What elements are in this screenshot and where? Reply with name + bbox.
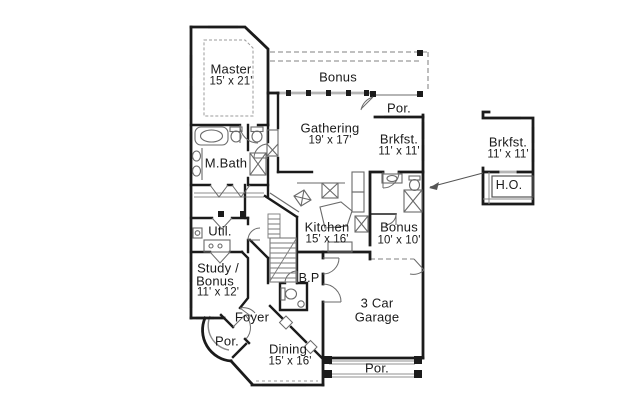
room-label-porch-upper: Por. [387, 100, 411, 116]
home-office-desk [483, 172, 534, 204]
room-label-kitchen-dims: 15' x 16' [305, 233, 349, 246]
room-label-garage-line1: 3 Car [360, 295, 394, 311]
room-label-master-name: Master [210, 61, 252, 77]
room-label-gathering-name: Gathering [300, 120, 360, 136]
leader-arrow [429, 172, 484, 190]
powder-room-fixtures [280, 287, 305, 308]
room-label-bonus-mid-name: Bonus [380, 219, 418, 235]
kitchen-fixtures [269, 171, 369, 253]
room-label-bonus-mid-dims: 10' x 10' [377, 234, 421, 247]
bonus-bath-fixtures [381, 173, 423, 213]
dashed-overhead-lines [203, 39, 429, 382]
room-label-garage-line2: Garage [354, 309, 400, 325]
room-label-breakfast-option-name: Brkfst. [488, 134, 528, 150]
room-label-dining-dims: 15' x 16' [268, 355, 312, 368]
room-label-study-dims: 11' x 12' [196, 286, 240, 299]
room-label-utility: Util. [208, 223, 232, 239]
utility-appliances [192, 227, 231, 253]
room-label-breakfast-name: Brkfst. [379, 131, 419, 147]
room-label-porch-lower: Por. [365, 360, 389, 376]
room-label-gathering-dims: 19' x 17' [308, 134, 352, 147]
room-label-butlers-pantry: B.P [298, 270, 320, 285]
column-posts [218, 50, 423, 378]
stairs [267, 213, 297, 283]
room-label-porch-entry: Por. [215, 333, 239, 349]
exterior-walls [189, 25, 535, 387]
room-label-breakfast-option-dims: 11' x 11' [487, 148, 529, 161]
room-label-master-dims: 15' x 21' [209, 75, 253, 88]
room-label-study-line2: Bonus [196, 273, 234, 289]
master-bath-fixtures [191, 126, 279, 198]
interior-walls [189, 91, 397, 361]
room-label-breakfast-dims: 11' x 11' [378, 145, 420, 158]
room-label-dining-name: Dining [268, 341, 308, 357]
room-label-home-office: H.O. [495, 177, 523, 192]
porch-rails [207, 315, 415, 378]
room-label-bonus-upper: Bonus [319, 69, 357, 85]
room-label-kitchen-name: Kitchen [304, 219, 350, 235]
room-label-study-line1: Study / [197, 260, 239, 276]
room-label-foyer: Foyer [234, 309, 270, 325]
room-label-master-bath: M.Bath [204, 155, 248, 171]
